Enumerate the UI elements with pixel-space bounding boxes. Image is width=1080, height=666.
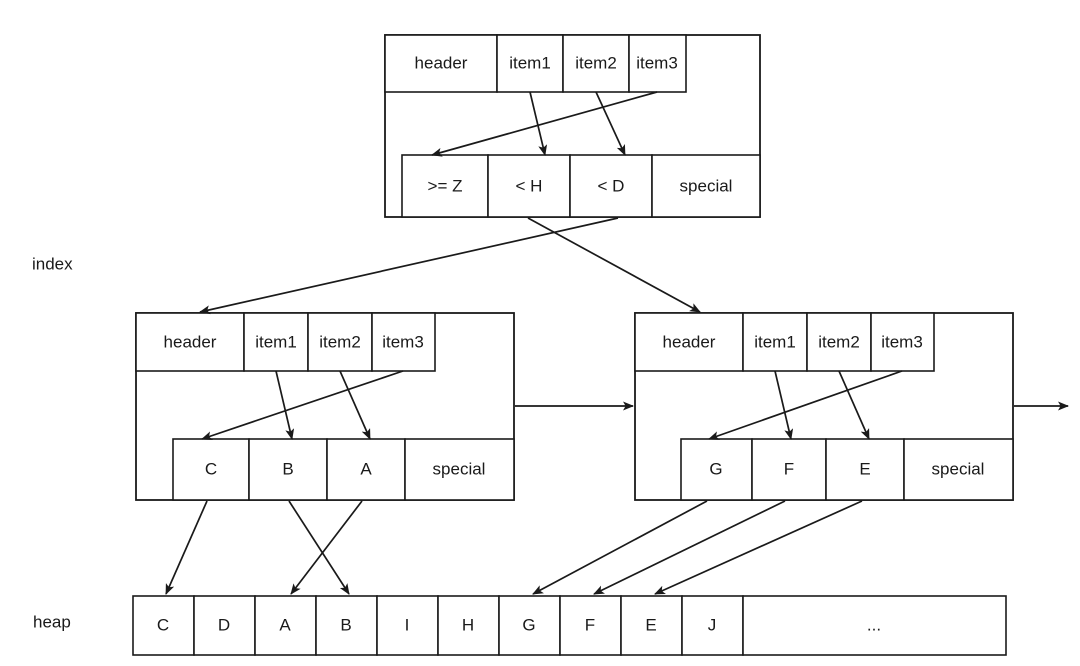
leaf-right-pointer-item3-to-key0 bbox=[708, 370, 903, 440]
leaf-right-slot-item1-label: item1 bbox=[754, 332, 796, 351]
root-slot-header[interactable] bbox=[384, 34, 498, 93]
root-key-0[interactable] bbox=[401, 154, 489, 218]
leaf-right-pointer-item1-to-key1 bbox=[774, 370, 794, 440]
index-root-node[interactable]: header item1 item2 item3 >= Z < H < D sp… bbox=[384, 34, 761, 218]
leaf-left-key-2-label: A bbox=[360, 459, 372, 478]
leaf-left-slot-item1-label: item1 bbox=[255, 332, 297, 351]
root-pointer-item3-to-key0 bbox=[431, 91, 658, 157]
leaf-right-key-2-label: E bbox=[859, 459, 870, 478]
leaf-left-slot-header[interactable] bbox=[135, 312, 245, 372]
heap-cell-5-label: H bbox=[462, 615, 474, 634]
leaf-right-key-1-label: F bbox=[784, 459, 794, 478]
leaf-left-pointer-item3-to-key0 bbox=[201, 370, 404, 441]
label-heap: heap bbox=[33, 612, 71, 631]
leaf-left-key-0[interactable] bbox=[172, 438, 250, 501]
heap-cell-8-label: E bbox=[645, 615, 656, 634]
edge-leaf-right-G-to-heap6 bbox=[532, 500, 708, 595]
index-leaf-node-left[interactable]: header item1 item2 item3 C B A special bbox=[135, 312, 515, 501]
root-key-special-label: special bbox=[680, 176, 733, 195]
heap-cell-3[interactable] bbox=[315, 595, 378, 656]
leaf-left-slot-header-label: header bbox=[164, 332, 217, 351]
edge-leaf-right-F-to-heap7 bbox=[593, 500, 786, 595]
leaf-left-key-1-label: B bbox=[282, 459, 293, 478]
heap-cell-9[interactable] bbox=[681, 595, 744, 656]
leaf-right-pointer-item2-to-key2 bbox=[838, 370, 870, 440]
root-key-1-label: < H bbox=[516, 176, 543, 195]
edge-leaf-left-C-to-heap0 bbox=[165, 500, 208, 595]
heap-cell-3-label: B bbox=[340, 615, 351, 634]
root-slot-item3[interactable] bbox=[628, 34, 687, 93]
heap-cell-9-label: J bbox=[708, 615, 717, 634]
leaf-right-key-special-label: special bbox=[932, 459, 985, 478]
heap-cell-8[interactable] bbox=[620, 595, 683, 656]
leaf-left-key-0-label: C bbox=[205, 459, 217, 478]
edge-root-to-leaf-left bbox=[199, 217, 619, 315]
label-index: index bbox=[32, 254, 73, 273]
root-key-1[interactable] bbox=[487, 154, 571, 218]
root-key-special[interactable] bbox=[651, 154, 761, 218]
leaf-right-key-special[interactable] bbox=[903, 438, 1014, 501]
heap-cell-2[interactable] bbox=[254, 595, 317, 656]
leaf-left-slot-item2-label: item2 bbox=[319, 332, 361, 351]
heap-cell-0-label: C bbox=[157, 615, 169, 634]
heap-cell-1-label: D bbox=[218, 615, 230, 634]
leaf-right-slot-item3-label: item3 bbox=[881, 332, 923, 351]
leaf-left-slot-item2[interactable] bbox=[307, 312, 373, 372]
root-slot-item2-label: item2 bbox=[575, 53, 617, 72]
edge-root-to-leaf-right bbox=[527, 217, 701, 313]
root-slot-item1-label: item1 bbox=[509, 53, 551, 72]
root-pointer-item2-to-key2 bbox=[595, 91, 626, 156]
heap-cell-7-label: F bbox=[585, 615, 595, 634]
edge-leaf-right-E-to-heap8 bbox=[654, 500, 863, 595]
heap-cell-4-label: I bbox=[405, 615, 410, 634]
leaf-right-key-2[interactable] bbox=[825, 438, 905, 501]
leaf-right-slot-item2-label: item2 bbox=[818, 332, 860, 351]
heap-cell-1[interactable] bbox=[193, 595, 256, 656]
leaf-left-pointer-item2-to-key2 bbox=[339, 370, 371, 440]
leaf-left-key-1[interactable] bbox=[248, 438, 328, 501]
leaf-left-slot-item1[interactable] bbox=[243, 312, 309, 372]
index-leaf-node-right[interactable]: header item1 item2 item3 G F E special bbox=[634, 312, 1014, 501]
leaf-right-slot-item3[interactable] bbox=[870, 312, 935, 372]
heap-cell-tail-label: ... bbox=[867, 615, 881, 634]
edge-leaf-left-A-to-heap2 bbox=[290, 500, 363, 595]
leaf-left-slot-item3[interactable] bbox=[371, 312, 436, 372]
edge-leaf-left-B-to-heap3 bbox=[288, 500, 350, 595]
leaf-left-key-special-label: special bbox=[433, 459, 486, 478]
heap-row[interactable]: C D A B I H G F E J ... bbox=[132, 595, 1007, 656]
leaf-left-key-special[interactable] bbox=[404, 438, 515, 501]
leaf-left-key-2[interactable] bbox=[326, 438, 406, 501]
heap-cell-5[interactable] bbox=[437, 595, 500, 656]
heap-cell-4[interactable] bbox=[376, 595, 439, 656]
heap-cell-6-label: G bbox=[522, 615, 535, 634]
heap-cell-2-label: A bbox=[279, 615, 291, 634]
root-key-0-label: >= Z bbox=[428, 176, 463, 195]
root-slot-header-label: header bbox=[415, 53, 468, 72]
leaf-left-slot-item3-label: item3 bbox=[382, 332, 424, 351]
root-pointer-item1-to-key1 bbox=[529, 91, 548, 156]
heap-cell-tail[interactable] bbox=[742, 595, 1007, 656]
heap-cell-7[interactable] bbox=[559, 595, 622, 656]
root-key-2-label: < D bbox=[598, 176, 625, 195]
root-slot-item3-label: item3 bbox=[636, 53, 678, 72]
leaf-right-slot-header-label: header bbox=[663, 332, 716, 351]
leaf-left-pointer-item1-to-key1 bbox=[275, 370, 295, 440]
leaf-right-key-0-label: G bbox=[709, 459, 722, 478]
root-key-2[interactable] bbox=[569, 154, 653, 218]
